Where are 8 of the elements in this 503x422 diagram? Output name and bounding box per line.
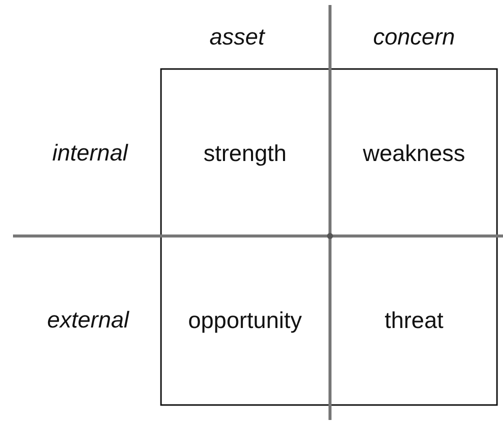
row-header: internal (52, 140, 128, 166)
column-header: concern (373, 24, 455, 50)
row-header: external (47, 306, 129, 334)
column-header: asset (210, 24, 264, 50)
quadrant-label: weakness (362, 140, 466, 166)
quadrant-label: strength (203, 140, 287, 166)
quadrant-label: threat (384, 306, 444, 334)
quadrant-label: opportunity (188, 306, 302, 334)
